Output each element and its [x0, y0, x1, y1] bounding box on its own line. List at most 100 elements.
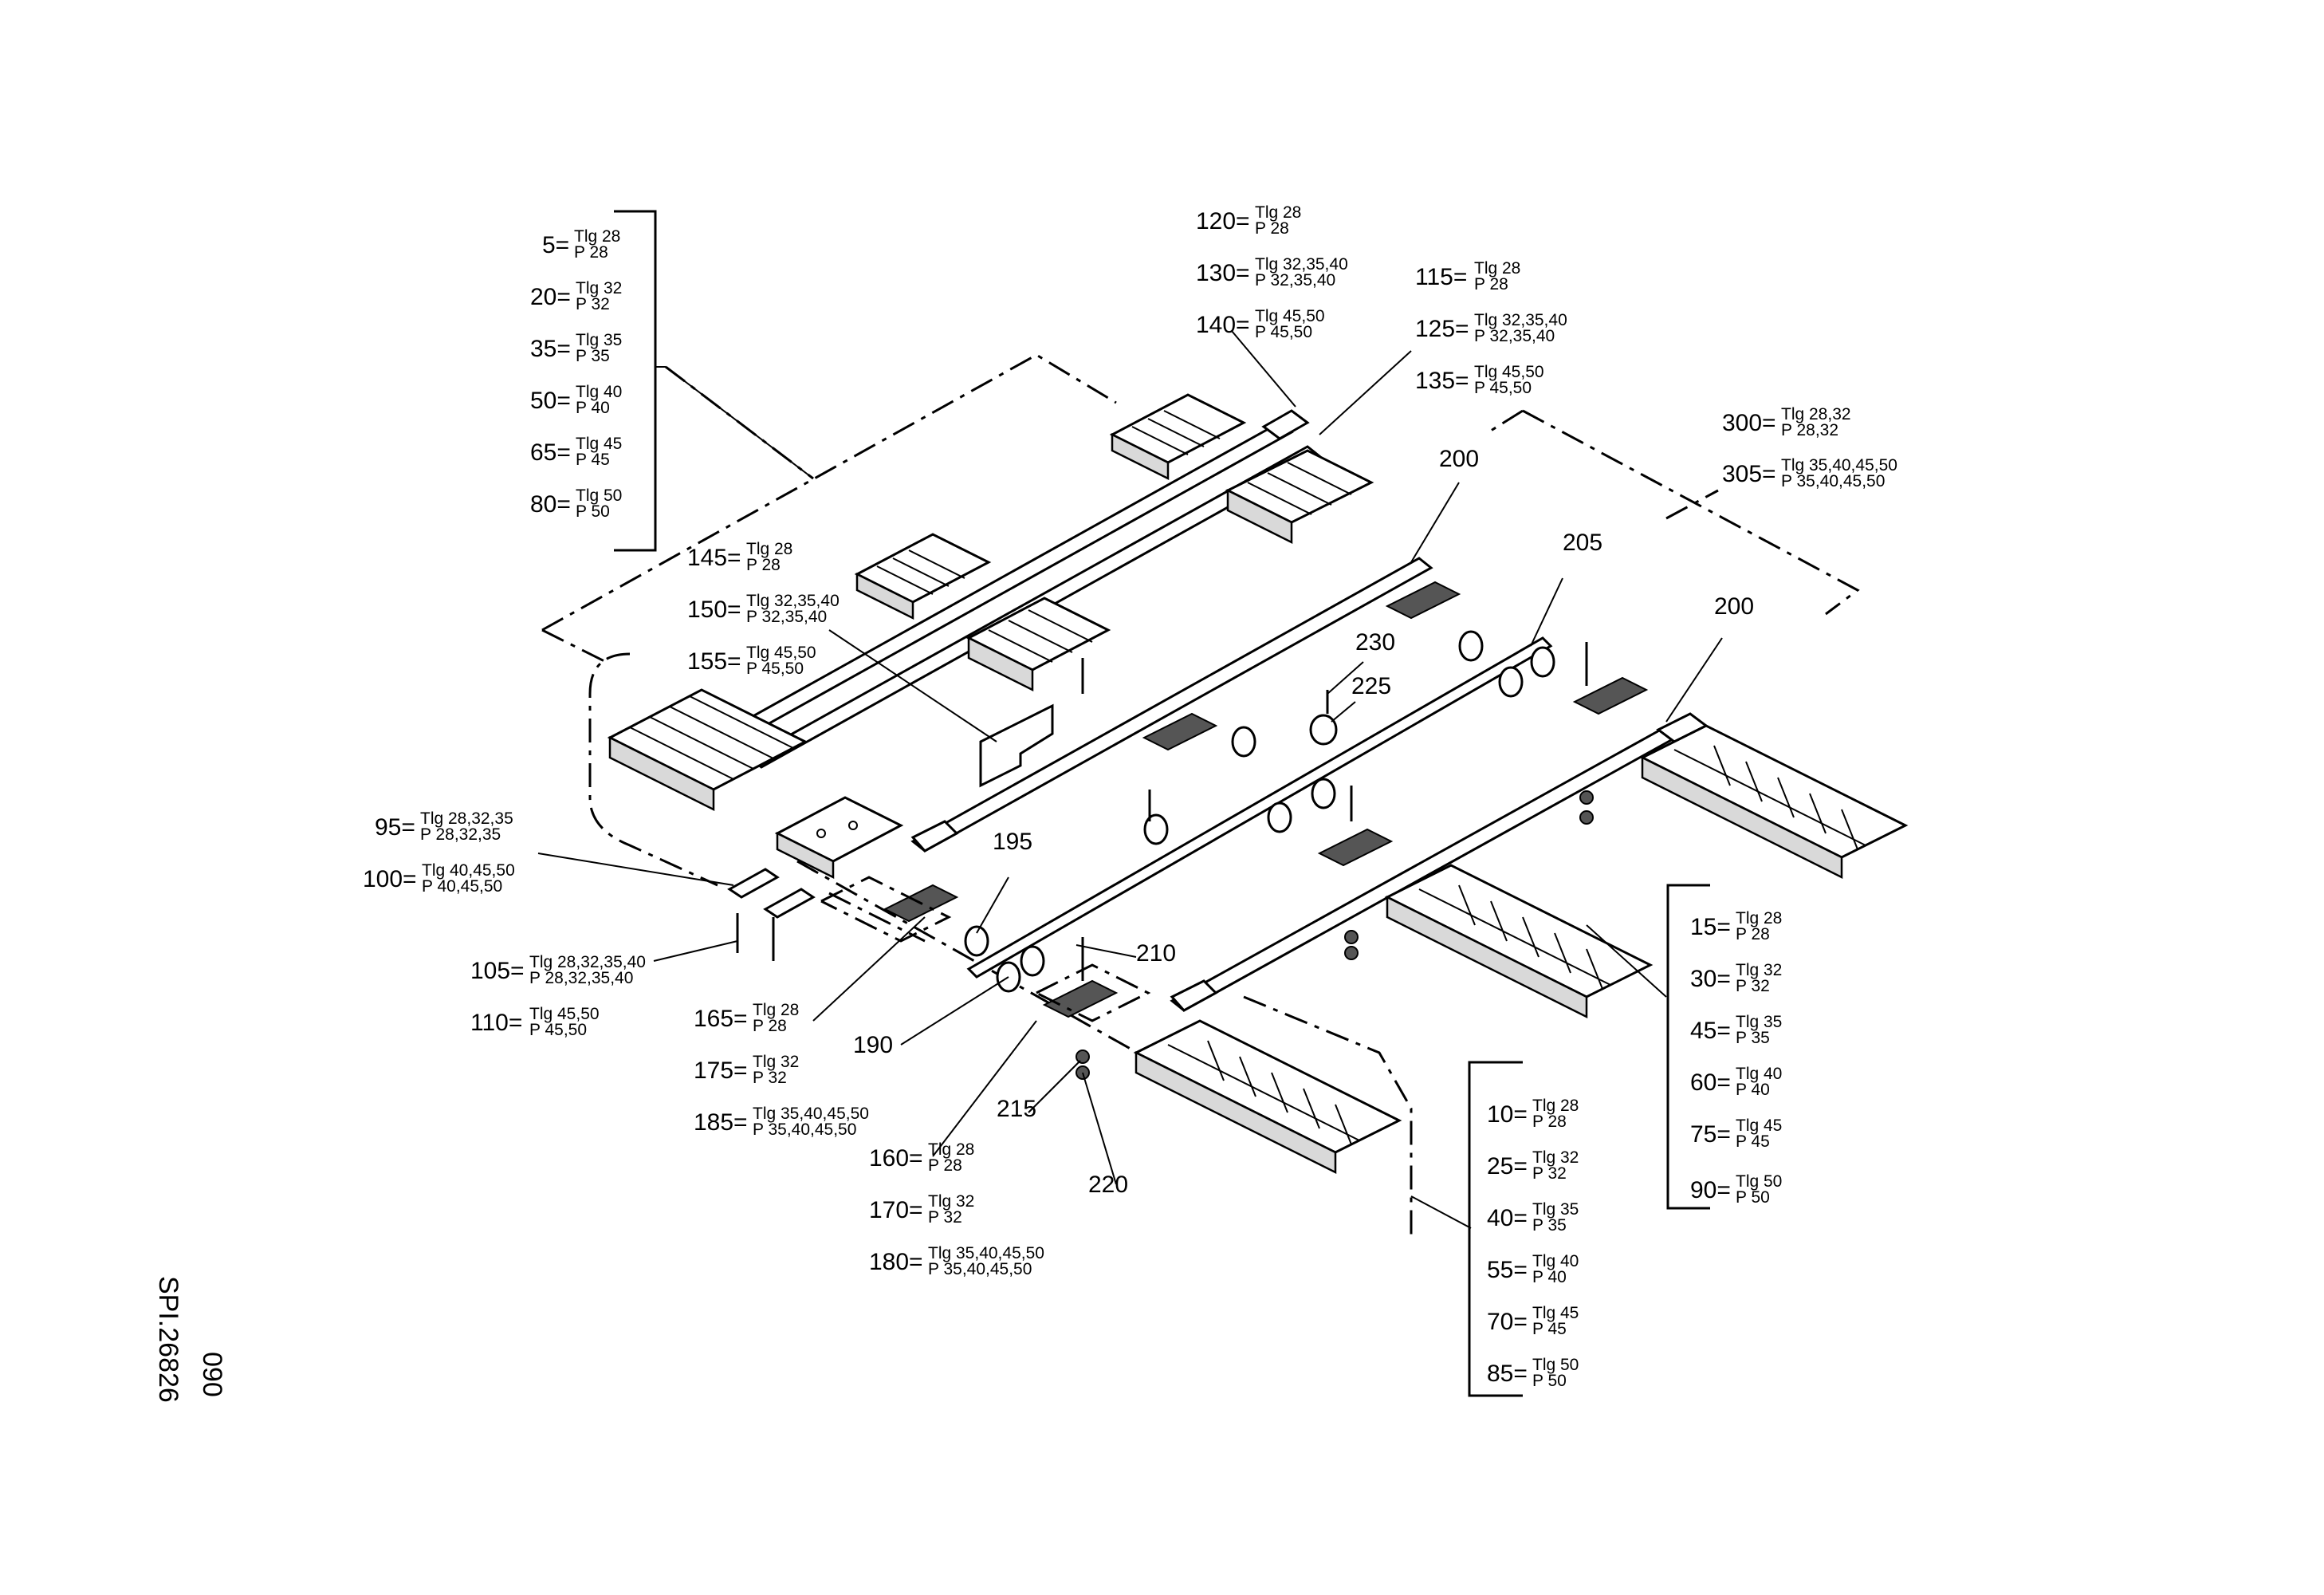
callout-150: 150=Tlg 32,35,40P 32,35,40 — [687, 592, 840, 626]
leader-200a — [1410, 482, 1460, 563]
callout-line-2: P 28 — [1736, 925, 1770, 943]
nut-1 — [1579, 790, 1594, 805]
callout-number: 165= — [694, 1006, 748, 1032]
callout-line-1: Tlg 50 — [576, 486, 622, 505]
nut-3 — [1344, 930, 1359, 944]
callout-line-2: P 45,50 — [746, 660, 804, 678]
callout-line-2: P 32,35,40 — [1255, 271, 1335, 289]
callout-line-2: P 45 — [1736, 1132, 1770, 1151]
leader-225 — [1331, 701, 1356, 723]
callout-line-2: P 40 — [576, 399, 610, 417]
callout-line-1: Tlg 45,50 — [529, 1005, 600, 1023]
callout-50: 50=Tlg 40P 40 — [530, 383, 622, 417]
callout-number: 110= — [470, 1010, 522, 1036]
callout-40: 40=Tlg 35P 35 — [1487, 1200, 1579, 1235]
right-envelope — [1522, 409, 1860, 616]
callout-number: 115= — [1415, 264, 1467, 290]
callout-number: 65= — [530, 439, 571, 466]
leader-95 — [537, 853, 734, 886]
callout-line-1: Tlg 28 — [1736, 909, 1782, 927]
callout-line-1: Tlg 35 — [1736, 1013, 1782, 1031]
callout-number: 95= — [375, 814, 415, 841]
callout-line-2: P 40 — [1532, 1268, 1567, 1286]
carrier-blocks — [607, 393, 1909, 1175]
bushing-195 — [964, 925, 989, 957]
part-label-220: 220 — [1088, 1172, 1128, 1198]
callout-line-1: Tlg 28 — [1474, 259, 1520, 278]
callout-number: 70= — [1487, 1309, 1528, 1335]
callout-number: 40= — [1487, 1205, 1528, 1231]
callout-number: 105= — [470, 958, 525, 984]
callout-line-1: Tlg 50 — [1532, 1356, 1579, 1374]
callout-45: 45=Tlg 35P 35 — [1690, 1013, 1782, 1047]
callout-number: 25= — [1487, 1153, 1528, 1180]
callout-line-2: P 45,50 — [1474, 379, 1532, 397]
callout-line-2: P 32 — [1736, 977, 1770, 995]
callout-number: 85= — [1487, 1361, 1528, 1387]
block-middle-right — [1384, 864, 1654, 1019]
callout-line-1: Tlg 28 — [753, 1001, 799, 1019]
callout-line-2: P 32 — [928, 1208, 962, 1227]
callout-line-1: Tlg 32,35,40 — [746, 592, 840, 610]
callout-305: 305=Tlg 35,40,45,50P 35,40,45,50 — [1722, 456, 1897, 490]
callout-line-2: P 35,40,45,50 — [1781, 472, 1885, 490]
callout-number: 30= — [1690, 966, 1731, 992]
callout-line-1: Tlg 35,40,45,50 — [1781, 456, 1897, 475]
callout-line-2: P 35 — [576, 347, 610, 365]
leader-220 — [1082, 1072, 1117, 1185]
callout-line-1: Tlg 28,32 — [1781, 405, 1851, 423]
callout-line-1: Tlg 28,32,35 — [420, 809, 513, 828]
callout-line-1: Tlg 45,50 — [746, 644, 816, 662]
callout-line-1: Tlg 28 — [1532, 1097, 1579, 1115]
callout-line-1: Tlg 50 — [1736, 1172, 1782, 1191]
callout-line-2: P 35 — [1532, 1216, 1567, 1235]
leader-205 — [1530, 577, 1563, 647]
callout-110: 110=Tlg 45,50P 45,50 — [470, 1005, 600, 1039]
plate-95 — [727, 868, 780, 899]
leader-195 — [976, 876, 1009, 934]
leader-140 — [1231, 330, 1296, 408]
part-label-190: 190 — [853, 1032, 893, 1058]
callout-line-2: P 50 — [1532, 1372, 1567, 1390]
part-label-210: 210 — [1136, 940, 1176, 967]
callout-number: 80= — [530, 491, 571, 518]
callout-105: 105=Tlg 28,32,35,40P 28,32,35,40 — [470, 953, 646, 987]
callout-120: 120=Tlg 28P 28 — [1196, 203, 1301, 238]
block-top-center — [1109, 393, 1374, 545]
callout-line-1: Tlg 45 — [576, 435, 622, 453]
callout-line-1: Tlg 28 — [928, 1140, 974, 1159]
callout-number: 75= — [1690, 1121, 1731, 1148]
callout-line-2: P 28 — [1532, 1113, 1567, 1131]
callout-70: 70=Tlg 45P 45 — [1487, 1304, 1579, 1338]
callout-180: 180=Tlg 35,40,45,50P 35,40,45,50 — [869, 1244, 1044, 1278]
callout-80: 80=Tlg 50P 50 — [530, 486, 622, 521]
part-label-225: 225 — [1351, 673, 1391, 699]
callout-185: 185=Tlg 35,40,45,50P 35,40,45,50 — [694, 1105, 869, 1139]
hardware — [727, 581, 1649, 1080]
callout-line-2: P 35,40,45,50 — [753, 1120, 856, 1139]
callout-number: 155= — [687, 648, 741, 675]
callout-line-1: Tlg 45 — [1532, 1304, 1579, 1322]
clip-b — [1142, 712, 1218, 751]
leader-10-group — [1410, 1195, 1472, 1229]
block-middle-left — [854, 533, 1111, 692]
callout-number: 45= — [1690, 1018, 1731, 1044]
callout-line-2: P 32,35,40 — [746, 608, 827, 626]
part-label-200: 200 — [1714, 593, 1754, 620]
callout-115: 115=Tlg 28P 28 — [1415, 259, 1520, 293]
leader-210 — [1075, 944, 1137, 958]
callout-165: 165=Tlg 28P 28 — [694, 1001, 799, 1035]
callout-line-1: Tlg 32 — [576, 279, 622, 297]
callout-line-2: P 32 — [1532, 1164, 1567, 1183]
rail-200-left — [910, 557, 1433, 853]
callout-170: 170=Tlg 32P 32 — [869, 1192, 974, 1227]
rail-upper-1 — [719, 421, 1294, 745]
callout-60: 60=Tlg 40P 40 — [1690, 1065, 1782, 1099]
callout-125: 125=Tlg 32,35,40P 32,35,40 — [1415, 311, 1567, 345]
callout-135: 135=Tlg 45,50P 45,50 — [1415, 363, 1544, 397]
callout-20: 20=Tlg 32P 32 — [530, 279, 622, 313]
leader-230 — [1327, 661, 1364, 695]
callout-number: 35= — [530, 336, 571, 362]
nut-215 — [1075, 1050, 1090, 1064]
